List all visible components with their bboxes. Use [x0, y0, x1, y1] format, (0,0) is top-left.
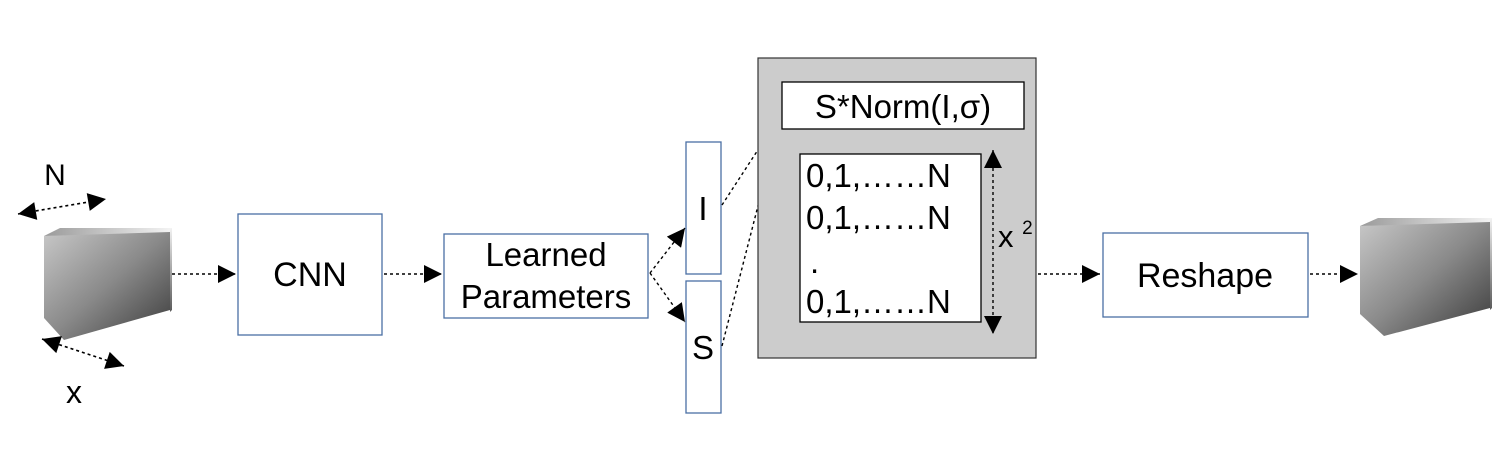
matrix-size-label: x 2: [998, 218, 1033, 254]
matrix-row-1: 0,1,……N: [806, 157, 951, 194]
arrow-params-to-s: [649, 272, 686, 323]
param-s-label: S: [692, 329, 714, 366]
reshape-label: Reshape: [1137, 257, 1273, 295]
matrix-size-exponent: 2: [1022, 218, 1033, 239]
formula-box: [781, 81, 1025, 130]
formula-label: S*Norm(I,σ): [815, 88, 991, 125]
param-i-box: I: [685, 141, 722, 275]
cnn-box: CNN: [237, 213, 383, 336]
dim-arrow-n: [17, 193, 107, 220]
learned-parameters-line2: Parameters: [461, 278, 632, 315]
matrix-box: [799, 153, 982, 323]
gaussian-panel: S*Norm(I,σ) 0,1,……N 0,1,……N . 0,1,……N x …: [757, 57, 1037, 359]
matrix-row-4: 0,1,……N: [806, 283, 951, 320]
param-s-box: S: [685, 280, 722, 414]
matrix-row-3: .: [810, 243, 819, 280]
matrix-size-base: x: [998, 219, 1014, 254]
param-i-label: I: [698, 190, 707, 227]
cnn-label: CNN: [273, 256, 347, 294]
dim-arrow-x: [41, 336, 125, 369]
dim-label-n: N: [44, 159, 66, 192]
matrix-row-2: 0,1,……N: [806, 199, 951, 236]
input-cube: [44, 228, 172, 340]
reshape-box: Reshape: [1102, 232, 1309, 318]
arrow-params-to-i: [649, 227, 686, 274]
output-cube: [1360, 218, 1492, 336]
learned-parameters-line1: Learned: [485, 236, 606, 273]
dim-label-x: x: [66, 374, 82, 410]
learned-parameters-box: Learned Parameters: [443, 233, 649, 319]
